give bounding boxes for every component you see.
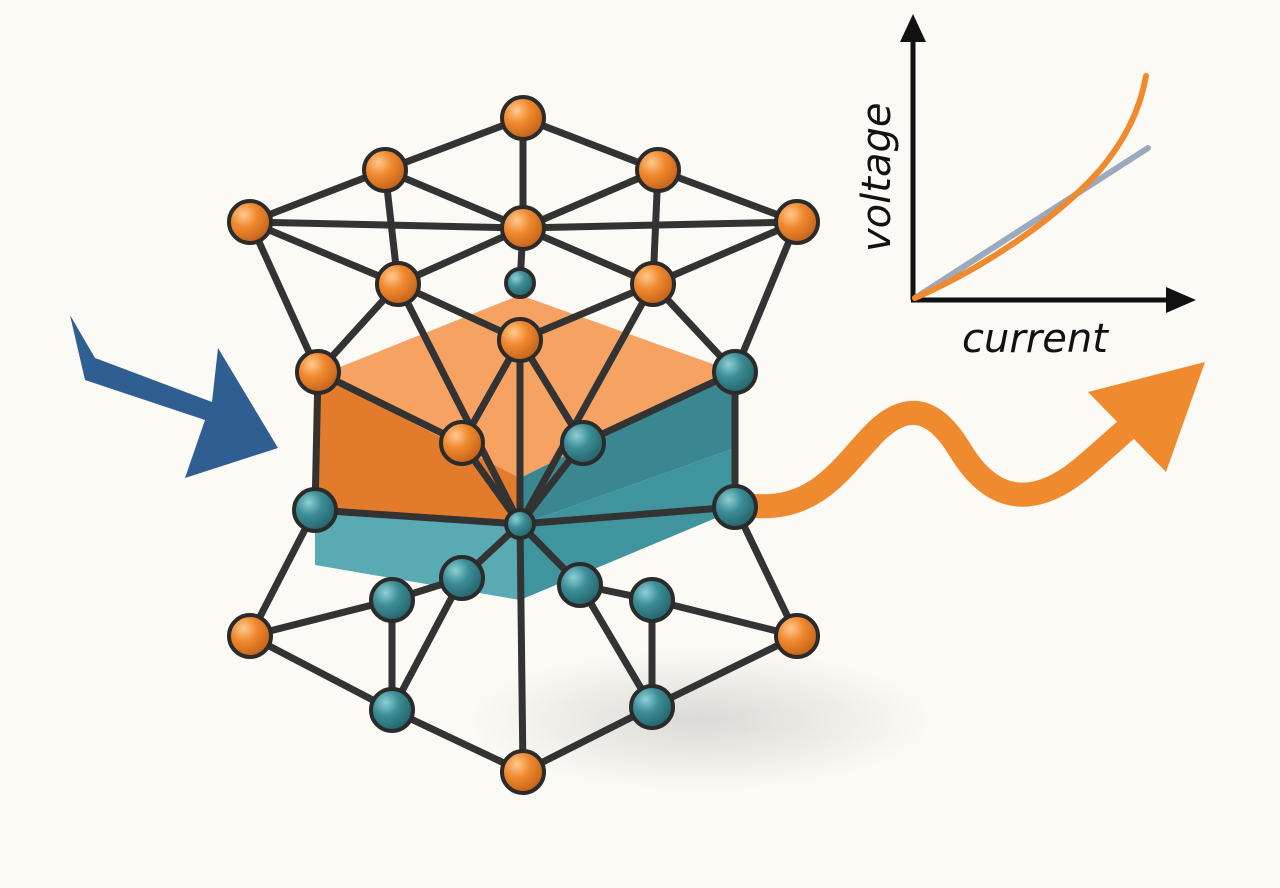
bond [516,280,657,528]
x-axis-label: current [962,316,1109,362]
bond [246,218,527,232]
orange-atom [630,261,676,307]
x-axis-arrowhead [1166,287,1196,313]
wavy-arrow-head [1088,362,1205,472]
bond [246,218,322,376]
wavy-arrow-icon [743,398,1162,519]
iv-graph: current voltage [854,14,1196,362]
orange-atom [774,199,820,245]
teal-right-upper-face [520,372,735,525]
orange-atom [500,749,546,795]
orange-atom [227,613,273,659]
bond [648,632,801,711]
bond [519,218,801,232]
teal-atom [560,420,606,466]
teal-atom [629,684,675,730]
y-axis-arrowhead [900,14,926,42]
bond [388,706,527,776]
lattice-shadow [470,650,930,790]
arrow-right-down-icon [70,315,278,478]
bond [576,581,656,711]
bond [516,520,527,776]
bond [394,280,524,528]
teal-atom [504,267,536,299]
bond [381,114,527,174]
bond [388,574,466,714]
bond [648,596,801,640]
bond [519,703,656,776]
bond [311,506,524,528]
teal-atom [369,577,415,623]
teal-atom [557,562,603,608]
bond [246,506,319,640]
lattice-atoms [227,95,820,795]
linear-curve [912,145,1151,301]
bond [519,114,662,174]
bond [314,368,466,447]
teal-atom [504,508,536,540]
orange-left-face [315,375,520,525]
bond [519,224,657,288]
bond [579,368,739,447]
orange-atom [774,613,820,659]
bond [246,632,396,714]
bond [731,503,801,640]
orange-atom [497,317,543,363]
bond [381,166,527,232]
teal-atom [712,349,758,395]
teal-atom [712,484,758,530]
bond [516,280,657,344]
orange-atom [500,205,546,251]
teal-atom [369,687,415,733]
orange-atom [227,199,273,245]
orange-atom [500,95,546,141]
teal-atom [629,577,675,623]
bond [311,368,322,514]
teal-atom [439,555,485,601]
orange-atom [439,420,485,466]
y-axis-label: voltage [854,103,900,252]
teal-right-lower-face [520,448,735,600]
bond [516,503,739,528]
teal-atom [292,487,338,533]
bond [654,166,801,226]
nonlinear-curve [912,73,1149,301]
bond [246,218,402,288]
bond [246,596,396,640]
bond [731,218,801,376]
lattice-bonds [246,114,801,776]
bond [519,166,662,232]
bond [649,218,801,288]
bond [246,166,389,226]
orange-atom [295,349,341,395]
orange-atom [362,147,408,193]
orange-atom [375,261,421,307]
orange-atom [635,147,681,193]
